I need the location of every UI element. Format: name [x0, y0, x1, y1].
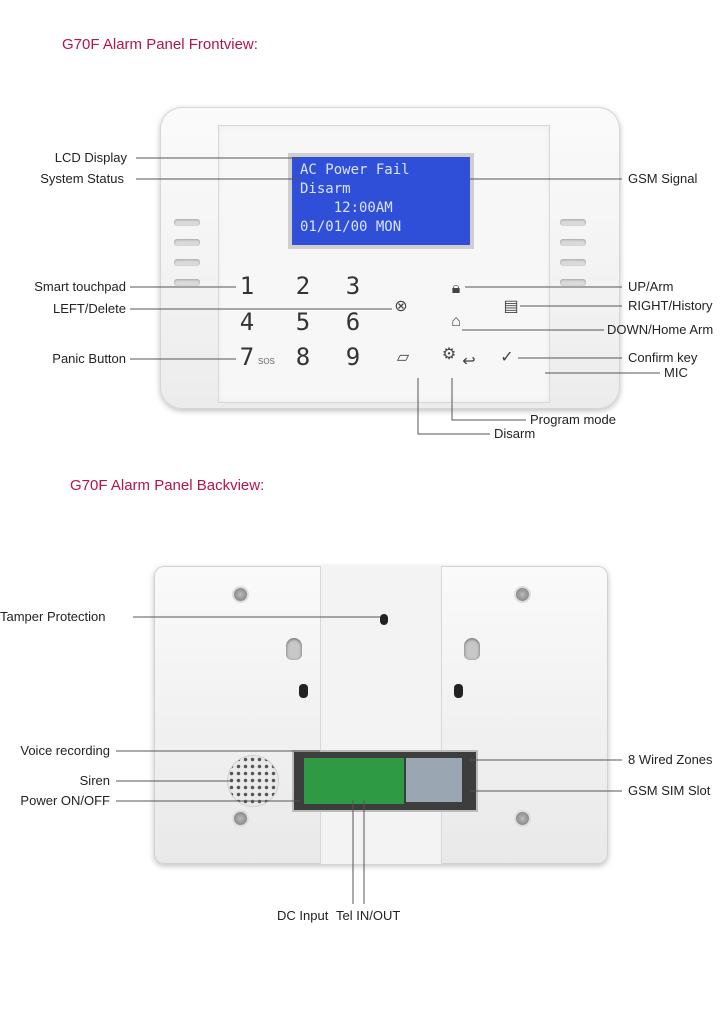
vent-slot: [560, 239, 586, 246]
history-icon[interactable]: ▤: [503, 298, 519, 315]
key-7[interactable]: 7: [239, 343, 255, 371]
label-lcd-display: LCD Display: [54, 150, 127, 165]
label-panic-button: Panic Button: [52, 351, 126, 366]
hanging-hole: [464, 638, 480, 660]
hanging-hole: [286, 638, 302, 660]
label-siren: Siren: [79, 773, 110, 788]
vent-slot: [174, 279, 200, 286]
label-right-history: RIGHT/History: [628, 298, 713, 313]
vent-slot: [174, 239, 200, 246]
label-mic: MIC: [664, 365, 688, 380]
back-title: G70F Alarm Panel Backview:: [70, 477, 265, 494]
vent-slot: [174, 219, 200, 226]
mounting-rail: [320, 566, 442, 864]
lcd-line: 12:00AM: [300, 200, 393, 216]
key-1[interactable]: 1: [239, 272, 255, 300]
label-wired-zones: 8 Wired Zones: [628, 752, 713, 767]
label-up-arm: UP/Arm: [628, 279, 674, 294]
label-power-on-off: Power ON/OFF: [20, 793, 110, 808]
label-program-mode: Program mode: [530, 412, 616, 427]
label-gsm-sim-slot: GSM SIM Slot: [628, 783, 711, 798]
sos-label: SOS: [258, 357, 275, 366]
label-down-home-arm: DOWN/Home Arm: [607, 322, 714, 337]
label-system-status: System Status: [40, 171, 124, 186]
lcd-line: AC Power Fail: [300, 162, 410, 178]
back-panel: [154, 566, 608, 864]
label-disarm: Disarm: [494, 426, 536, 441]
lcd-display: AC Power Fail Disarm 12:00AM 01/01/00 MO…: [288, 153, 474, 249]
screw: [234, 812, 247, 825]
circuit-board: [304, 758, 404, 804]
label-tamper-protection: Tamper Protection: [0, 609, 106, 624]
label-dc-input: DC Input: [277, 908, 329, 923]
label-left-delete: LEFT/Delete: [53, 301, 126, 316]
tamper-switch: [380, 614, 388, 625]
gear-icon[interactable]: ⚙: [441, 346, 457, 363]
key-3[interactable]: 3: [345, 272, 361, 300]
siren-speaker: [228, 756, 278, 806]
lcd-line: 01/01/00 MON: [300, 219, 402, 235]
disarm-lock-icon[interactable]: ▱: [396, 349, 410, 366]
front-title: G70F Alarm Panel Frontview:: [62, 36, 258, 53]
label-tel-in-out: Tel IN/OUT: [336, 908, 401, 923]
key-4[interactable]: 4: [239, 308, 255, 336]
front-panel: AC Power Fail Disarm 12:00AM 01/01/00 MO…: [160, 107, 620, 409]
mount-slot: [299, 684, 308, 698]
screw: [234, 588, 247, 601]
sim-slot: [406, 758, 462, 802]
vent-slot: [560, 219, 586, 226]
label-gsm-signal: GSM Signal: [628, 171, 698, 186]
home-icon[interactable]: ⌂: [451, 313, 461, 330]
mount-slot: [454, 684, 463, 698]
screw: [516, 812, 529, 825]
key-9[interactable]: 9: [345, 343, 361, 371]
key-8[interactable]: 8: [295, 343, 311, 371]
vent-slot: [174, 259, 200, 266]
label-confirm-key: Confirm key: [628, 350, 698, 365]
vent-slot: [560, 259, 586, 266]
delete-x-icon[interactable]: ⊗: [394, 298, 408, 315]
screw: [516, 588, 529, 601]
key-6[interactable]: 6: [345, 308, 361, 336]
key-2[interactable]: 2: [295, 272, 311, 300]
label-smart-touchpad: Smart touchpad: [34, 279, 126, 294]
key-5[interactable]: 5: [295, 308, 311, 336]
return-icon[interactable]: ↩: [462, 353, 476, 370]
arm-lock-icon[interactable]: 🔒︎: [451, 280, 461, 297]
label-voice-recording: Voice recording: [20, 743, 110, 758]
vent-slot: [560, 279, 586, 286]
confirm-check-icon[interactable]: ✓: [500, 349, 514, 366]
lcd-line: Disarm: [300, 181, 351, 197]
